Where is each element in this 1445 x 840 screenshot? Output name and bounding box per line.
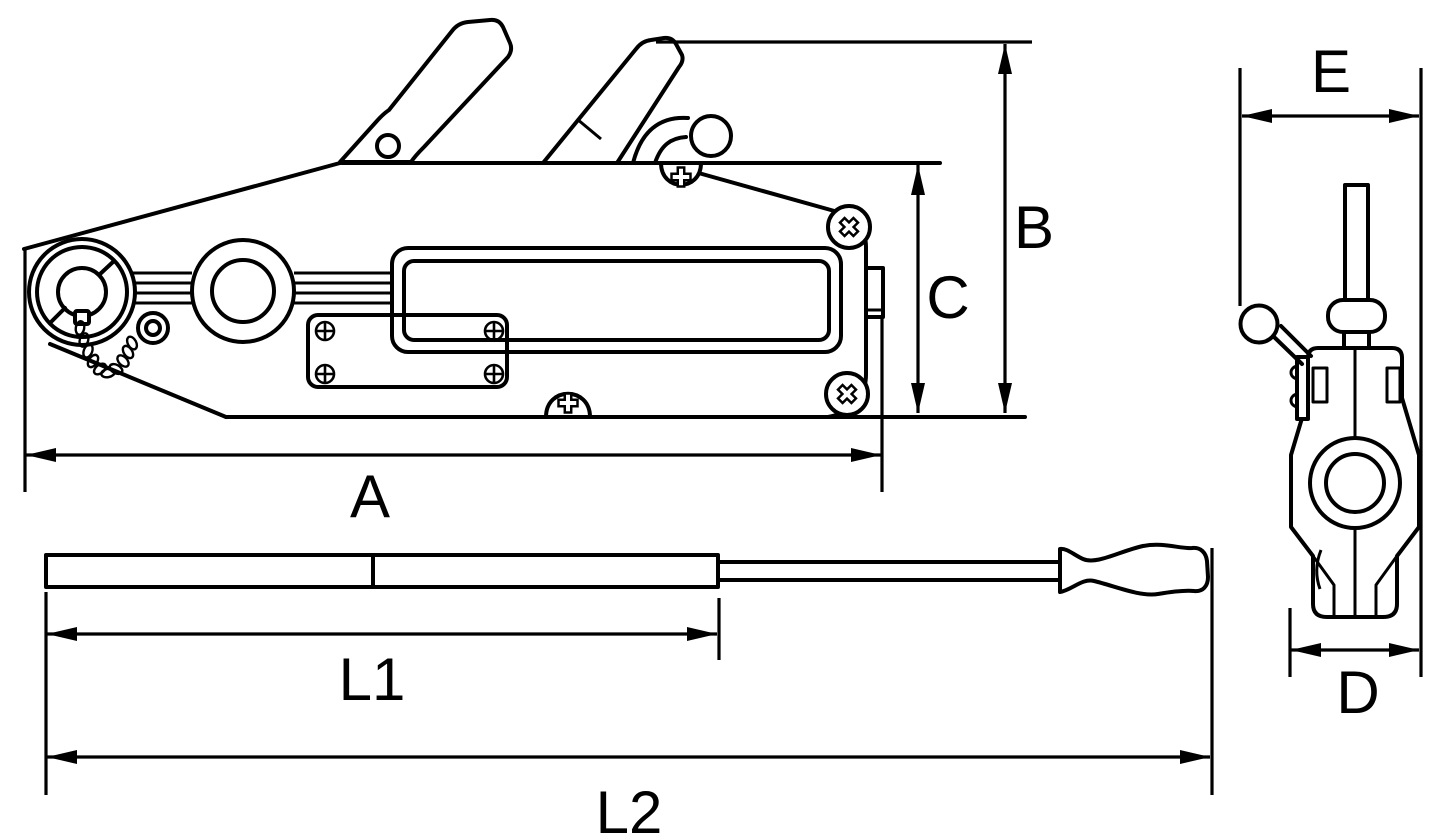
rope-exit-tab xyxy=(864,266,885,319)
lever-joint-line xyxy=(576,117,602,141)
housing-top-left-edge xyxy=(22,161,342,251)
telescopic-handle xyxy=(44,542,1210,597)
hook-pin-boss xyxy=(1308,436,1402,530)
dimension-annotations: A B C E xyxy=(23,38,1423,840)
rope-guide-wheel xyxy=(27,237,137,347)
main-side-view xyxy=(22,17,1027,419)
body-bevel xyxy=(1311,555,1336,617)
bracket-bump xyxy=(1289,392,1298,409)
dim-label-E: E xyxy=(1311,38,1351,105)
lever-hole xyxy=(375,133,401,159)
dimension-L1: L1 xyxy=(44,592,721,795)
wheel-spoke xyxy=(48,306,67,325)
dimension-E: E xyxy=(1238,38,1423,677)
screw-lugs xyxy=(544,161,872,419)
wheel-spoke xyxy=(97,259,116,277)
anchor-boss-hole xyxy=(210,258,276,324)
anchor-boss-outer xyxy=(190,238,296,344)
dimension-C: C xyxy=(911,165,970,413)
dim-label-L2: L2 xyxy=(596,779,663,840)
wire-rope-lines xyxy=(133,271,392,305)
release-knob xyxy=(689,114,733,158)
handle-grip xyxy=(1058,542,1210,597)
release-handle xyxy=(631,114,733,165)
safety-chain xyxy=(74,320,139,379)
dim-label-B: B xyxy=(1014,194,1054,261)
nameplate-screw xyxy=(314,320,505,385)
dim-label-L1: L1 xyxy=(339,646,406,713)
body-detail-arc xyxy=(1315,549,1323,590)
bracket-bump xyxy=(1289,364,1298,381)
dim-label-C: C xyxy=(926,264,969,331)
dimension-D: D xyxy=(1288,608,1419,726)
release-knob-side xyxy=(1238,303,1280,345)
lever-bracket xyxy=(1295,355,1310,421)
grommet-outer xyxy=(136,311,170,345)
recess-inner xyxy=(402,259,831,342)
dimension-B: B xyxy=(656,40,1054,413)
body-bevel xyxy=(1374,555,1399,617)
dim-label-D: D xyxy=(1336,659,1379,726)
recess-outer xyxy=(390,246,843,354)
release-lever-side xyxy=(1238,303,1313,421)
dim-label-A: A xyxy=(350,463,390,530)
forward-lever xyxy=(338,17,514,164)
side-plate xyxy=(1311,366,1329,404)
hook-pin-hole xyxy=(1324,452,1386,514)
dimension-L2: L2 xyxy=(47,548,1214,840)
handle-outer-tube xyxy=(44,553,720,589)
housing-bottom-left-edge xyxy=(48,342,228,419)
side-plate xyxy=(1385,366,1402,404)
tube-collar xyxy=(1326,298,1387,334)
end-view xyxy=(1238,183,1421,619)
rear-lever xyxy=(541,35,685,165)
dimension-A: A xyxy=(23,250,884,530)
nameplate xyxy=(306,313,509,389)
lever-tube xyxy=(1343,183,1370,303)
grommet-hole xyxy=(144,319,162,337)
